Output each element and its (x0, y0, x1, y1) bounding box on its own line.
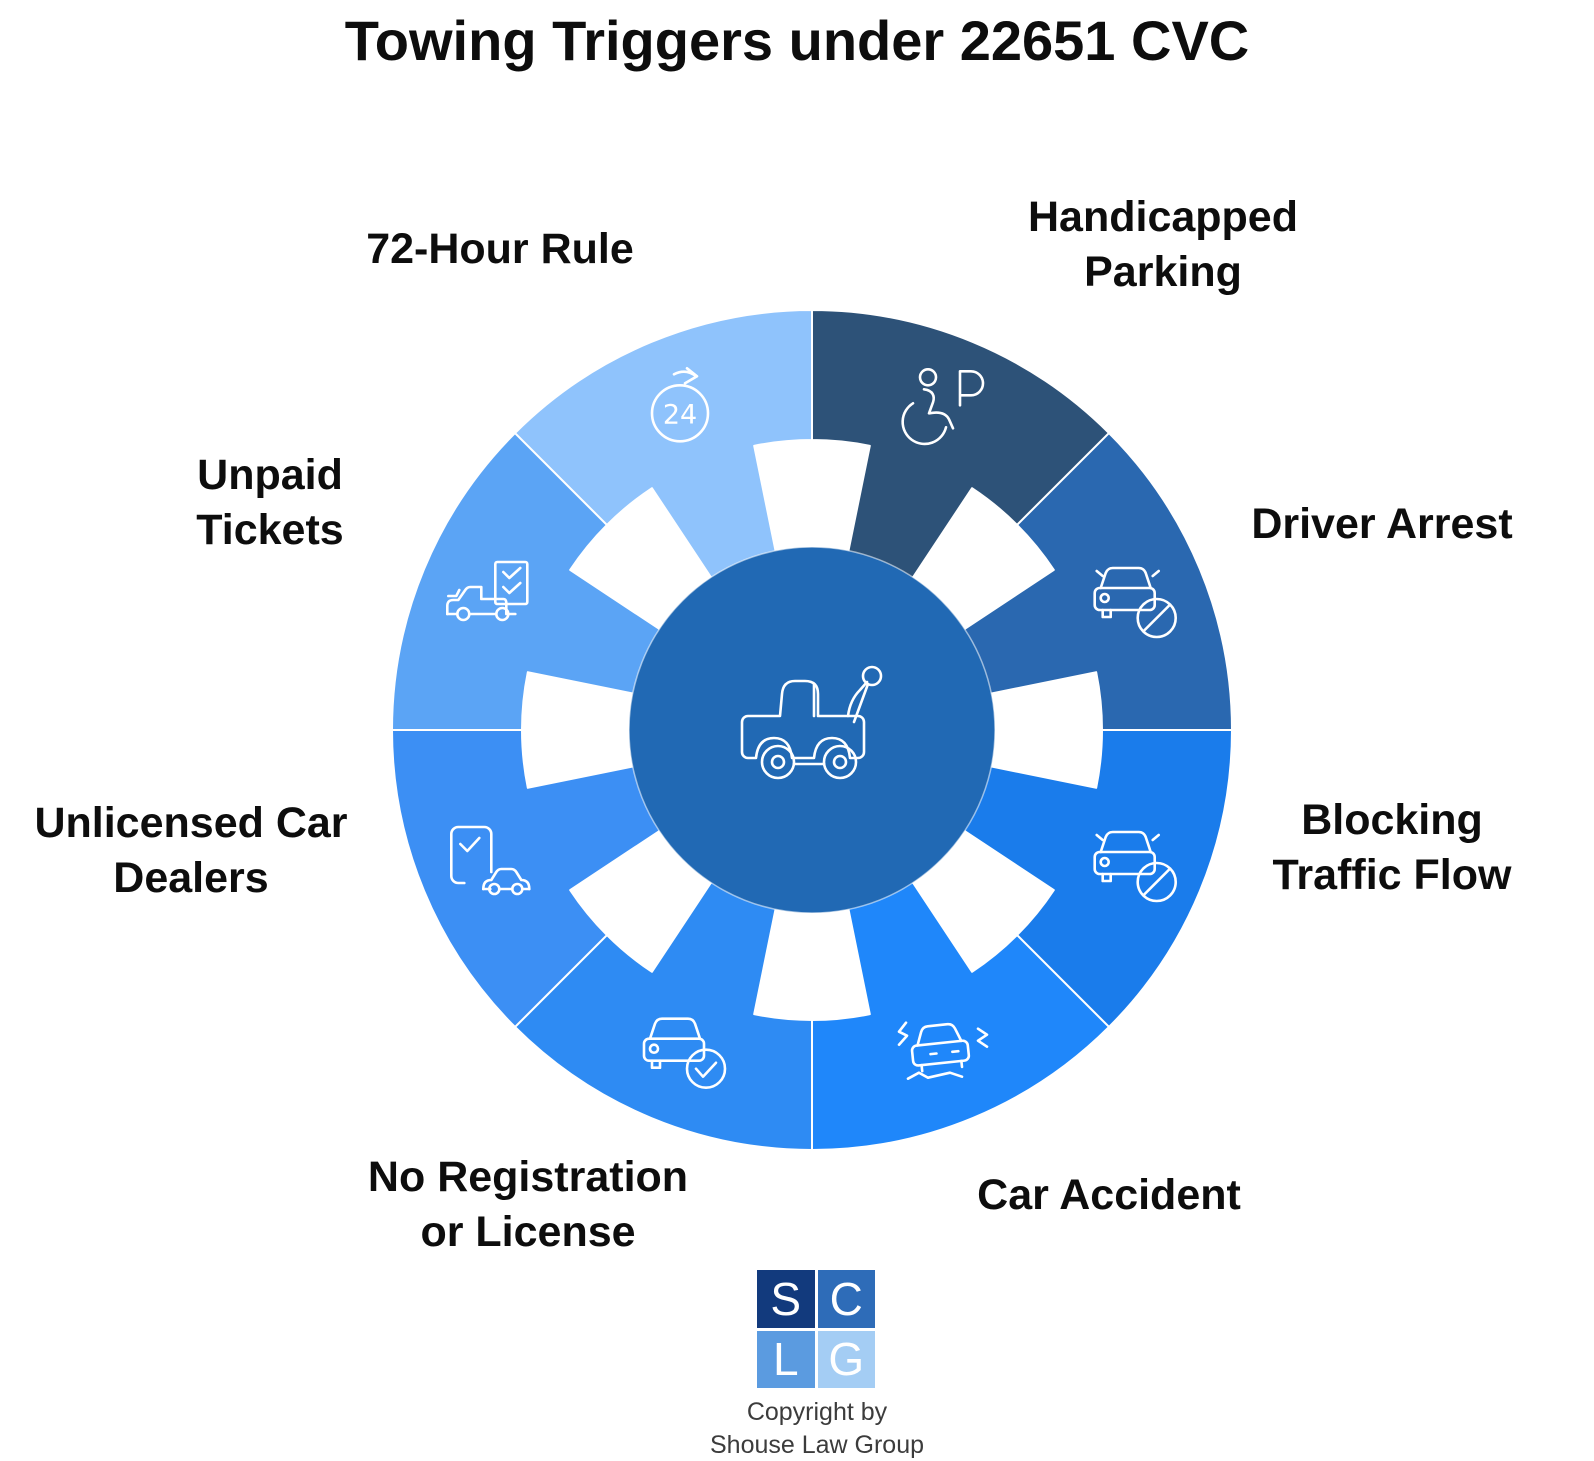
wheel-hub (629, 547, 995, 913)
label-car-accident: Car Accident (909, 1168, 1309, 1223)
copyright-line-1: Copyright by (582, 1396, 1052, 1429)
label-line: Dealers (0, 851, 382, 906)
logo-letter-g: G (818, 1331, 876, 1389)
towing-triggers-wheel: 24 (362, 280, 1262, 1180)
label-line: Tickets (20, 503, 520, 558)
label-unpaid-tickets: Unpaid Tickets (20, 448, 520, 557)
label-line: Unlicensed Car (0, 796, 382, 851)
label-handicapped-parking: Handicapped Parking (913, 190, 1413, 299)
label-line: Parking (913, 245, 1413, 300)
label-unlicensed-car-dealers: Unlicensed Car Dealers (0, 796, 382, 905)
label-blocking-traffic-flow: Blocking Traffic Flow (1190, 793, 1594, 902)
label-line: Unpaid (20, 448, 520, 503)
label-line: 72-Hour Rule (250, 222, 750, 277)
logo-letter-l: L (757, 1331, 815, 1389)
logo-letter-s: S (757, 1270, 815, 1328)
shouse-law-group-logo: S C L G (757, 1270, 875, 1388)
wheel-svg: 24 (362, 280, 1262, 1180)
label-line: Blocking (1190, 793, 1594, 848)
label-line: Handicapped (913, 190, 1413, 245)
label-line: No Registration (278, 1150, 778, 1205)
hub-circle (629, 547, 995, 913)
page-title: Towing Triggers under 22651 CVC (0, 8, 1594, 73)
copyright-text: Copyright by Shouse Law Group (582, 1396, 1052, 1461)
label-no-registration-or-license: No Registration or License (278, 1150, 778, 1259)
label-line: Traffic Flow (1190, 848, 1594, 903)
logo-letter-c: C (818, 1270, 876, 1328)
label-driver-arrest: Driver Arrest (1170, 497, 1594, 552)
label-line: or License (278, 1205, 778, 1260)
copyright-line-2: Shouse Law Group (582, 1429, 1052, 1461)
label-72-hour-rule: 72-Hour Rule (250, 222, 750, 277)
label-line: Driver Arrest (1170, 497, 1594, 552)
label-line: Car Accident (909, 1168, 1309, 1223)
